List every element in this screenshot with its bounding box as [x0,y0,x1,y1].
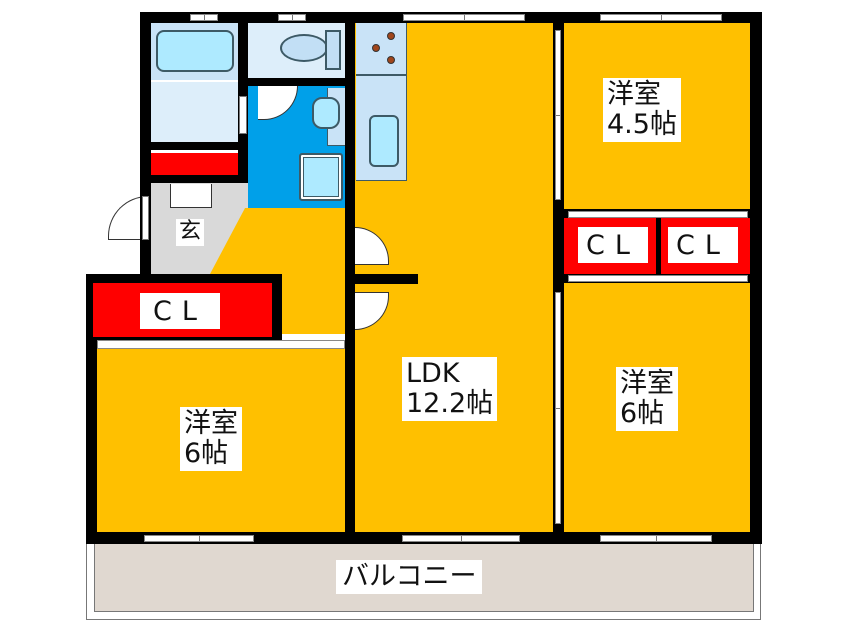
closet-mid-door-bottom[interactable] [568,275,748,282]
wall-step [86,274,282,284]
sliding-door-east-room[interactable] [555,292,561,524]
burner-icon-3 [387,56,395,64]
washing-machine-icon [299,153,343,201]
closet-mid-right-label: CL [668,227,738,263]
toilet-tank-icon [325,30,341,70]
wall-left-upper [140,12,151,274]
closet-west-sliding-door[interactable] [97,340,345,349]
wall-shoe-bottom [151,175,238,183]
window-bath[interactable] [190,14,218,21]
wall-bath-bottom [151,142,238,150]
entrance-label: 玄 [176,219,205,246]
burner-icon-1 [387,32,395,40]
shoe-closet-doors [170,184,212,208]
room-north-label: 洋室 4.5帖 [603,78,681,143]
room-west-label: 洋室 6帖 [180,407,242,472]
window-ldk-top[interactable] [403,14,525,21]
ldk-label: LDK 12.2帖 [402,357,498,422]
window-ldk-balcony[interactable] [402,535,520,542]
burner-icon-2 [372,44,380,52]
balcony-label: バルコニー [336,560,483,595]
wall-left-lower [86,274,97,544]
bath-wash-area [151,82,238,142]
window-east-room-balcony[interactable] [600,535,712,542]
wall-right [750,12,762,544]
kitchen-sink-icon [369,115,399,167]
stove-divider [356,74,407,76]
toilet-bowl-icon [280,34,328,62]
closet-mid-left-label: CL [578,227,648,263]
window-west-room-balcony[interactable] [144,535,254,542]
window-toilet[interactable] [278,14,306,21]
bath-door[interactable] [239,96,247,134]
closet-west-label: CL [140,293,220,329]
washbasin-icon [312,97,340,129]
window-north-room[interactable] [600,14,722,21]
room-east-label: 洋室 6帖 [616,367,678,432]
wall-east-partition [553,23,564,533]
wall-toilet-bottom [248,78,345,86]
wall-closet-right [272,274,282,346]
bathtub [156,30,234,72]
hallway-lower [276,274,345,334]
wall-ldk-stub [345,274,418,284]
shoe-closet [151,153,238,175]
closet-mid-door-top[interactable] [568,211,748,218]
front-door-frame [142,196,149,240]
sliding-door-north-room[interactable] [555,30,561,200]
